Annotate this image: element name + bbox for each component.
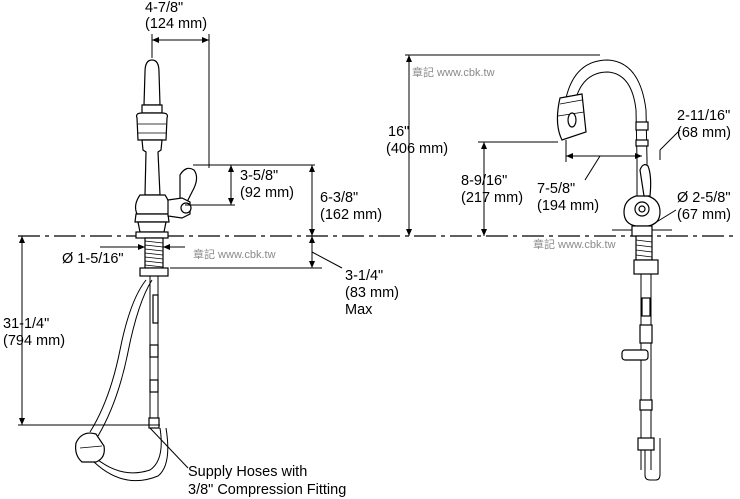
watermark-right-top: 章記 www.cbk.tw bbox=[412, 65, 495, 79]
handle-height-frac: 3-5/8" bbox=[240, 168, 278, 184]
hose-length-metric: (794 mm) bbox=[3, 333, 65, 349]
watermark-left: 章記 www.cbk.tw bbox=[193, 247, 276, 261]
spout-projection-frac: 7-5/8" bbox=[537, 181, 575, 197]
overall-height-metric: (406 mm) bbox=[386, 141, 448, 157]
left-labels: 4-7/8" (124 mm) 3-5/8" (92 mm) 6-3/8" (1… bbox=[3, 0, 399, 498]
spout-height-metric: (217 mm) bbox=[461, 190, 523, 206]
spout-reach-frac: 4-7/8" bbox=[145, 0, 183, 16]
supply-hoses-line1: Supply Hoses with bbox=[188, 464, 307, 480]
top-width-metric: (68 mm) bbox=[677, 125, 731, 141]
spout-height-frac: 8-9/16" bbox=[461, 173, 507, 189]
right-labels: 章記 www.cbk.tw 16" (406 mm) 8-9/16" (217 … bbox=[386, 65, 731, 251]
body-height-metric: (162 mm) bbox=[320, 207, 382, 223]
spout-reach-metric: (124 mm) bbox=[145, 16, 207, 32]
hose-length-frac: 31-1/4" bbox=[3, 316, 49, 332]
handle-height-metric: (92 mm) bbox=[240, 185, 294, 201]
right-dimension-lines bbox=[405, 54, 681, 236]
left-dimension-lines bbox=[18, 34, 343, 469]
deck-thickness-note: Max bbox=[345, 302, 373, 318]
body-height-frac: 6-3/8" bbox=[320, 190, 358, 206]
overall-height-frac: 16" bbox=[388, 124, 409, 140]
supply-hoses-line2: 3/8" Compression Fitting bbox=[188, 482, 346, 498]
deck-thickness-metric: (83 mm) bbox=[345, 285, 399, 301]
base-diameter-metric: (67 mm) bbox=[677, 207, 731, 223]
right-faucet bbox=[556, 59, 661, 481]
watermark-right-bottom: 章記 www.cbk.tw bbox=[533, 237, 616, 251]
deck-thickness-frac: 3-1/4" bbox=[345, 268, 383, 284]
base-diameter-frac: Ø 2-5/8" bbox=[677, 190, 731, 206]
shank-diameter-label: Ø 1-5/16" bbox=[62, 251, 124, 267]
spout-projection-metric: (194 mm) bbox=[537, 198, 599, 214]
top-width-frac: 2-11/16" bbox=[677, 108, 730, 124]
left-faucet bbox=[75, 59, 198, 482]
